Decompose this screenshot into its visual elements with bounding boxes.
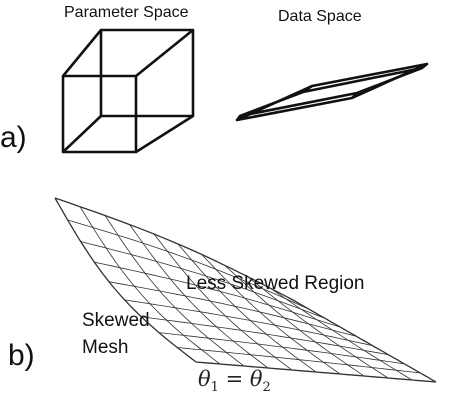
mesh-line	[247, 276, 389, 379]
mesh-line	[292, 299, 437, 383]
mesh-line	[80, 241, 325, 319]
mesh-line	[177, 243, 317, 373]
equals-sign: =	[219, 367, 250, 391]
theta-2-subscript: 2	[263, 380, 271, 395]
mesh-line	[79, 206, 221, 365]
mesh-line	[153, 233, 293, 371]
skewed-mesh-label-line1: Skewed	[82, 310, 150, 331]
theta-1: θ	[198, 367, 211, 391]
mesh-line	[129, 224, 269, 369]
mesh-line	[158, 332, 405, 365]
mesh-line	[94, 261, 341, 328]
mesh-line	[195, 361, 437, 383]
mesh-line	[54, 197, 294, 301]
mesh-line	[177, 347, 421, 374]
panel-b-label: b)	[8, 339, 35, 372]
mesh-line	[104, 215, 245, 367]
data-space-title: Data Space	[278, 8, 362, 25]
parameter-space-cube	[61, 28, 195, 154]
mesh-line	[124, 299, 373, 346]
mesh-line	[141, 316, 389, 356]
mesh-line	[54, 197, 197, 363]
mesh-line	[224, 265, 365, 377]
theta-2: θ	[250, 367, 263, 391]
mesh-line	[67, 219, 310, 310]
less-skewed-region-label: Less Skewed Region	[186, 273, 365, 294]
mesh-line	[201, 254, 341, 375]
theta-equality-label: θ1 = θ2	[198, 367, 271, 395]
theta-1-subscript: 1	[211, 380, 219, 395]
panel-a: Parameter Space Data Space a)	[0, 4, 429, 154]
parameter-space-title: Parameter Space	[64, 4, 189, 21]
panel-b: b) Less Skewed Region Skewed Mesh θ1 = θ…	[8, 197, 437, 395]
skewed-mesh-label-line2: Mesh	[82, 337, 128, 358]
panel-a-label: a)	[0, 121, 27, 154]
skewed-mesh	[54, 197, 437, 383]
mesh-line	[270, 287, 413, 381]
data-space-box	[235, 62, 429, 122]
mesh-line	[108, 281, 357, 337]
